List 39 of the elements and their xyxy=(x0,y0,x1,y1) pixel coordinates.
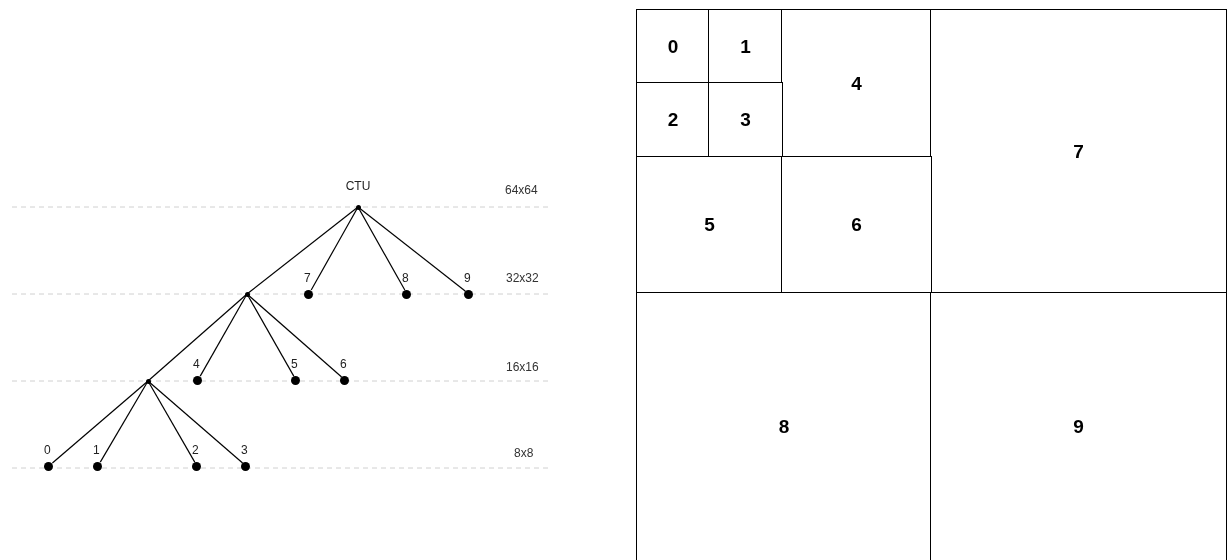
node-number: 0 xyxy=(44,443,51,457)
partition-block xyxy=(636,82,710,158)
block-number: 2 xyxy=(667,109,679,131)
block-size-label: 16x16 xyxy=(506,360,539,374)
block-number: 0 xyxy=(667,35,679,58)
block-size-label: 64x64 xyxy=(505,183,538,197)
partition-block xyxy=(930,292,1227,560)
block-number: 6 xyxy=(851,214,862,236)
partition-block xyxy=(708,82,783,158)
partition-block xyxy=(636,9,710,84)
node-label: CTU xyxy=(344,179,372,193)
block-number: 9 xyxy=(1073,416,1084,438)
node-number: 2 xyxy=(192,443,199,457)
node-number: 1 xyxy=(93,443,100,457)
node-number: 4 xyxy=(193,357,200,371)
block-number: 8 xyxy=(778,416,790,438)
partition-block xyxy=(930,9,1227,294)
node-number: 8 xyxy=(402,271,409,285)
block-number: 1 xyxy=(740,35,751,58)
branch-point xyxy=(244,291,250,297)
branch-point xyxy=(145,378,151,384)
node-number: 9 xyxy=(464,271,471,285)
node-number: 7 xyxy=(304,271,311,285)
partition-block xyxy=(636,292,932,560)
node-number: 5 xyxy=(291,357,298,371)
block-size-label: 32x32 xyxy=(506,271,539,285)
partition-block xyxy=(636,156,783,294)
block-number: 7 xyxy=(1073,140,1084,163)
tree-branch-line xyxy=(147,293,248,382)
node-number: 6 xyxy=(340,357,347,371)
partition-block xyxy=(708,9,783,84)
partition-block xyxy=(781,156,932,294)
tree-branch-line xyxy=(246,206,359,295)
block-number: 4 xyxy=(851,72,862,95)
block-number: 5 xyxy=(704,214,715,236)
tree-branch-line xyxy=(51,380,149,464)
block-size-label: 8x8 xyxy=(514,446,534,460)
block-number: 3 xyxy=(740,109,751,131)
node-number: 3 xyxy=(241,443,248,457)
